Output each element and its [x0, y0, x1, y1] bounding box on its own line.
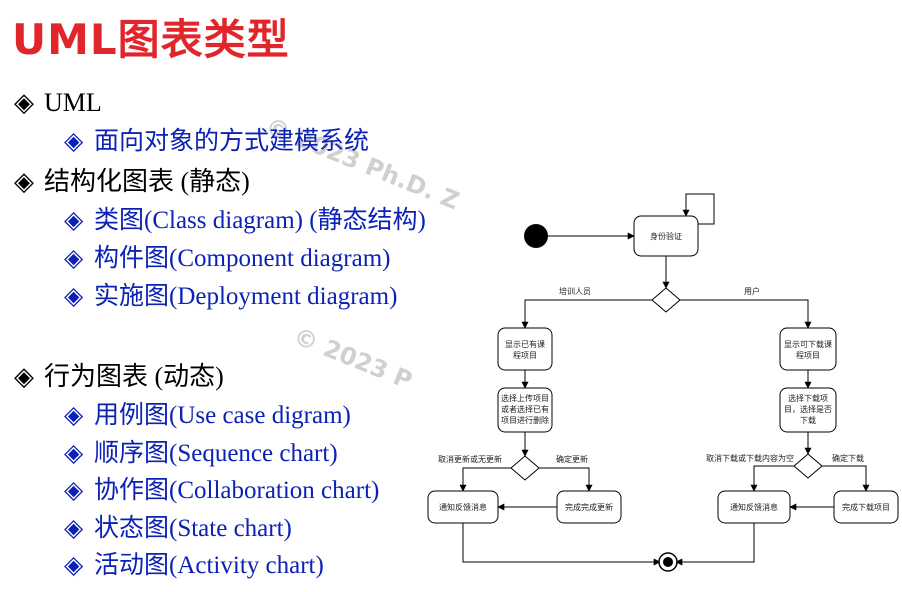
label-right-select-3: 下载 [800, 415, 816, 425]
bullet-item-component-diagram: ◈构件图(Component diagram) [64, 245, 391, 272]
bullet-item-activity: ◈活动图(Activity chart) [64, 552, 324, 579]
label-left-select-1: 选择上传项目 [501, 393, 549, 403]
bullet-item-deployment-diagram: ◈实施图(Deployment diagram) [64, 283, 398, 310]
activity-left-done [556, 490, 622, 524]
activity-left-select [497, 387, 553, 433]
label-left-done: 完成完成更新 [565, 502, 613, 512]
label-right-select-2: 目，选择是否 [784, 404, 832, 414]
decision-update [510, 455, 540, 481]
bullet-item-collaboration: ◈协作图(Collaboration chart) [64, 477, 380, 504]
label-right-done: 完成下载项目 [842, 502, 890, 512]
bullet-item-use-case: ◈用例图(Use case digram) [64, 402, 351, 429]
label-left-show-1: 显示已有课 [505, 339, 545, 349]
diamond-bullet-icon: ◈ [64, 515, 84, 542]
diamond-bullet-icon: ◈ [64, 128, 84, 155]
activity-right-notify [717, 490, 791, 524]
decision-download [793, 453, 823, 479]
activity-right-select [779, 387, 837, 433]
bullet-item-sequence: ◈顺序图(Sequence chart) [64, 440, 338, 467]
label-left-select-3: 项目进行删除 [501, 415, 549, 425]
diamond-bullet-icon: ◈ [14, 167, 34, 196]
diamond-bullet-icon: ◈ [64, 207, 84, 234]
guard-left-cancel: 取消更新或无更新 [438, 454, 502, 464]
bullet-item-uml: ◈UML [14, 88, 102, 117]
diamond-bullet-icon: ◈ [64, 440, 84, 467]
label-left-select-2: 或者选择已有 [501, 404, 549, 414]
watermark-middle: © 2023 P [289, 322, 416, 395]
guard-right-cancel: 取消下载或下载内容为空 [706, 453, 794, 463]
label-right-show-2: 程项目 [796, 351, 820, 360]
label-right-notify: 通知反馈消息 [730, 502, 778, 512]
label-right-show-1: 显示可下载课 [784, 339, 832, 349]
diamond-bullet-icon: ◈ [64, 477, 84, 504]
label-auth: 身份验证 [650, 231, 682, 241]
guard-user: 用户 [744, 286, 760, 296]
bullet-item-behavioral: ◈行为图表 (动态) [14, 362, 224, 391]
guard-right-confirm: 确定下载 [832, 453, 864, 463]
activity-auth [633, 215, 699, 257]
label-left-notify: 通知反馈消息 [439, 502, 487, 512]
diamond-bullet-icon: ◈ [64, 402, 84, 429]
activity-diagram: 身份验证 显示已有课 程项目 选择上传项目 或者选择已有 项目进行删除 通知反馈… [427, 193, 899, 572]
initial-node [524, 224, 548, 248]
diamond-bullet-icon: ◈ [14, 88, 34, 117]
label-left-show-2: 程项目 [513, 351, 537, 360]
label-right-select-1: 选择下载项 [788, 393, 828, 403]
diamond-bullet-icon: ◈ [64, 552, 84, 579]
final-node [658, 552, 678, 572]
bullet-item-structural: ◈结构化图表 (静态) [14, 167, 250, 196]
diamond-bullet-icon: ◈ [14, 362, 34, 391]
activity-right-done [833, 490, 899, 524]
bullet-item-class-diagram: ◈类图(Class diagram) (静态结构) [64, 207, 426, 234]
bullet-item-oo-modeling: ◈面向对象的方式建模系统 [64, 128, 370, 155]
slide-title: UML图表类型 [12, 15, 290, 64]
guard-trainer: 培训人员 [559, 286, 591, 296]
bullet-item-state: ◈状态图(State chart) [64, 515, 292, 542]
diamond-bullet-icon: ◈ [64, 283, 84, 310]
activity-left-notify [427, 490, 499, 524]
guard-left-confirm: 确定更新 [556, 454, 588, 464]
activity-right-show [779, 327, 837, 371]
decision-role [651, 287, 681, 313]
activity-left-show [497, 327, 553, 371]
diamond-bullet-icon: ◈ [64, 245, 84, 272]
